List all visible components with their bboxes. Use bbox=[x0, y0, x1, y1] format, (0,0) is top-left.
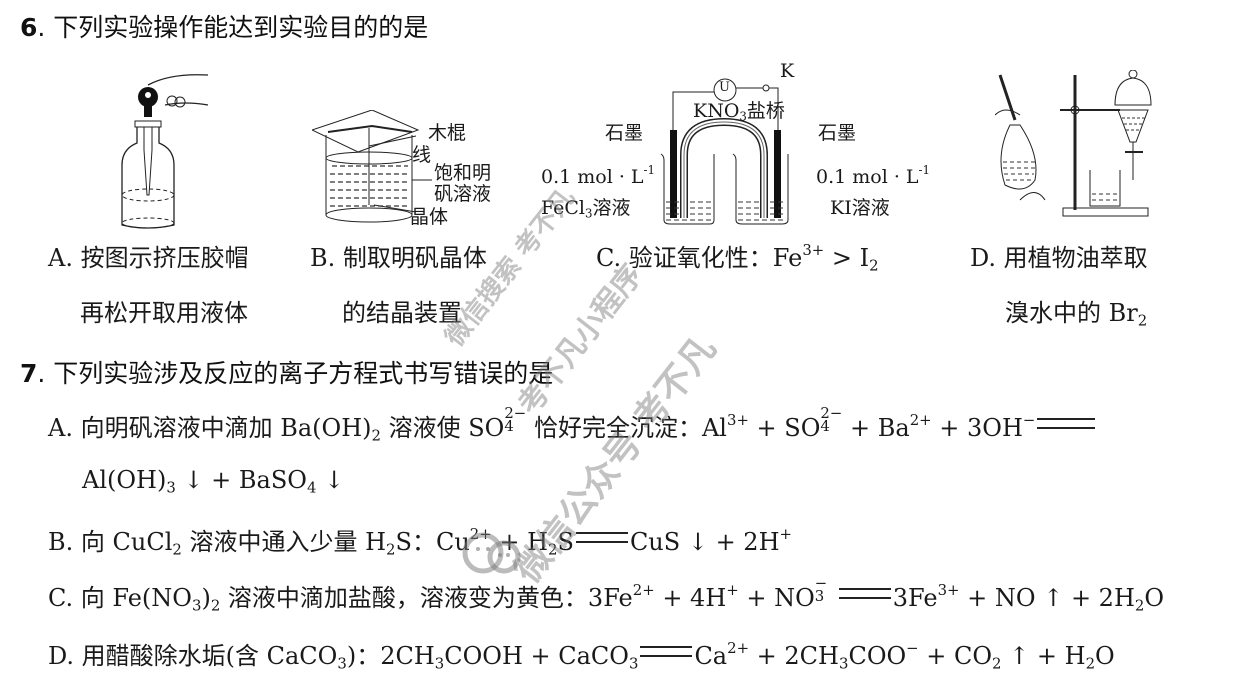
salt-bridge-label: KNO3盐桥 bbox=[693, 100, 785, 124]
equals-sign bbox=[575, 531, 628, 543]
figure-c-galvanic-cell bbox=[660, 78, 789, 225]
equals-sign bbox=[640, 645, 693, 657]
label-wooden-stick: 木棍 bbox=[428, 122, 467, 144]
question-6-number: 6 bbox=[20, 13, 38, 42]
q6-option-a-line2: 再松开取用液体 bbox=[80, 299, 248, 327]
q7-option-a-line2: Al(OH)3 ↓ + BaSO4 ↓ bbox=[82, 466, 345, 497]
left-concentration-label: 0.1 mol · L-1 bbox=[541, 163, 655, 188]
q6-option-a-line1: A. 按图示挤压胶帽 bbox=[48, 244, 249, 272]
switch-label: K bbox=[780, 60, 795, 82]
q6-option-b-line1: B. 制取明矾晶体 bbox=[310, 244, 487, 272]
q7-option-c: C. 向 Fe(NO3)2 溶液中滴加盐酸，溶液变为黄色：3Fe2+ + 4H+… bbox=[48, 573, 1165, 615]
question-7-number: 7 bbox=[20, 359, 38, 388]
q6-option-c-caption: C. 验证氧化性：Fe3+ > I2 bbox=[596, 240, 879, 275]
voltmeter-label: U bbox=[719, 80, 730, 95]
q6-option-b-line2: 的结晶装置 bbox=[342, 299, 462, 327]
label-solution-line1: 饱和明 bbox=[434, 162, 492, 184]
right-solution-label: KI溶液 bbox=[830, 197, 890, 219]
question-6-stem: 6. 下列实验操作能达到实验目的的是 bbox=[20, 8, 428, 44]
q6-option-d-line1: D. 用植物油萃取 bbox=[970, 244, 1148, 272]
label-thread: 线 bbox=[412, 144, 432, 166]
right-concentration-label: 0.1 mol · L-1 bbox=[816, 163, 930, 188]
left-solution-label: FeCl3溶液 bbox=[541, 197, 631, 221]
label-solution-line2: 矾溶液 bbox=[434, 183, 492, 205]
equals-sign bbox=[1037, 417, 1096, 429]
right-electrode-label: 石墨 bbox=[818, 122, 857, 144]
question-7-text: . 下列实验涉及反应的离子方程式书写错误的是 bbox=[37, 359, 554, 388]
equals-sign bbox=[838, 587, 891, 599]
wechat-logo-icon bbox=[462, 532, 521, 574]
question-6-text: . 下列实验操作能达到实验目的的是 bbox=[37, 13, 429, 42]
left-electrode-label: 石墨 bbox=[605, 122, 644, 144]
label-crystal: 晶体 bbox=[410, 206, 449, 228]
question-7-stem: 7. 下列实验涉及反应的离子方程式书写错误的是 bbox=[20, 354, 553, 390]
watermark-miniprogram: 考不凡小程序 bbox=[511, 258, 650, 422]
figure-d-separatory-funnel bbox=[995, 70, 1152, 217]
figure-a-dropper-bottle bbox=[121, 74, 209, 229]
q6-option-d-line2: 溴水中的 Br2 bbox=[1005, 299, 1148, 330]
figure-b-crystallization-beaker bbox=[312, 110, 432, 223]
